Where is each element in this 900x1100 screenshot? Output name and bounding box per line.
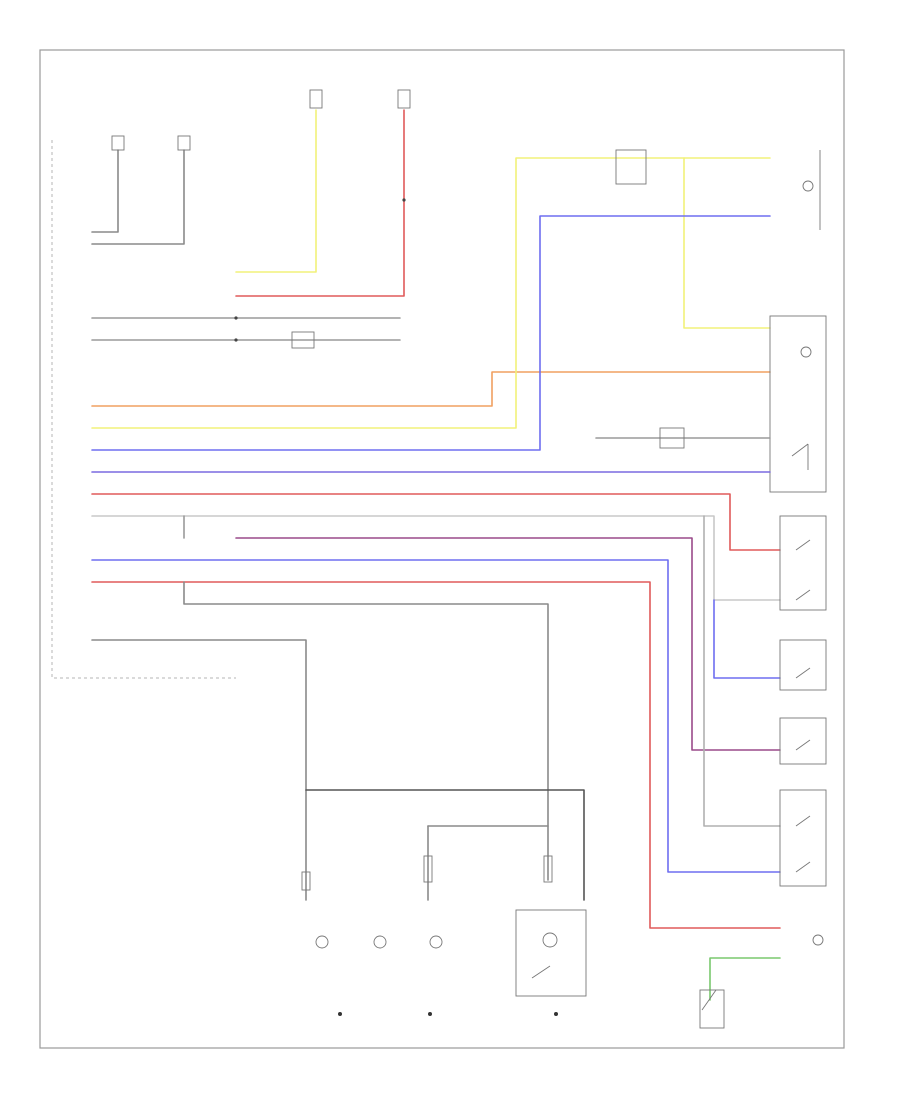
bottom-right-switch xyxy=(699,957,781,1029)
switch-icon xyxy=(701,989,717,1011)
switch-icon xyxy=(795,539,811,551)
lamp-icon xyxy=(315,935,329,949)
ground-icon xyxy=(554,1012,558,1016)
lamp-icon xyxy=(429,935,443,949)
splice-dot-icon xyxy=(402,198,406,202)
lamp-section xyxy=(91,639,587,1016)
lamp-icon xyxy=(373,935,387,949)
lamp-icon xyxy=(812,934,824,946)
switch-icon xyxy=(795,589,811,601)
left-runs xyxy=(91,316,401,349)
switch-icon xyxy=(795,739,811,751)
door-switch-top xyxy=(91,149,821,451)
lamp-icon xyxy=(802,180,814,192)
switch-icon xyxy=(531,965,551,979)
lamp-icon xyxy=(542,932,558,948)
switch-icon xyxy=(795,667,811,679)
lamp-icon xyxy=(800,346,812,358)
diagram-frame xyxy=(39,49,845,1049)
switch-module xyxy=(91,315,827,493)
switch-icon xyxy=(791,443,809,470)
ground-icon xyxy=(338,1012,342,1016)
switch-icon xyxy=(795,861,811,873)
fuse-feeds xyxy=(91,89,411,297)
ground-icon xyxy=(428,1012,432,1016)
door-switch-runs xyxy=(91,493,827,946)
switch-icon xyxy=(795,815,811,827)
control-module-boundary xyxy=(51,140,236,679)
